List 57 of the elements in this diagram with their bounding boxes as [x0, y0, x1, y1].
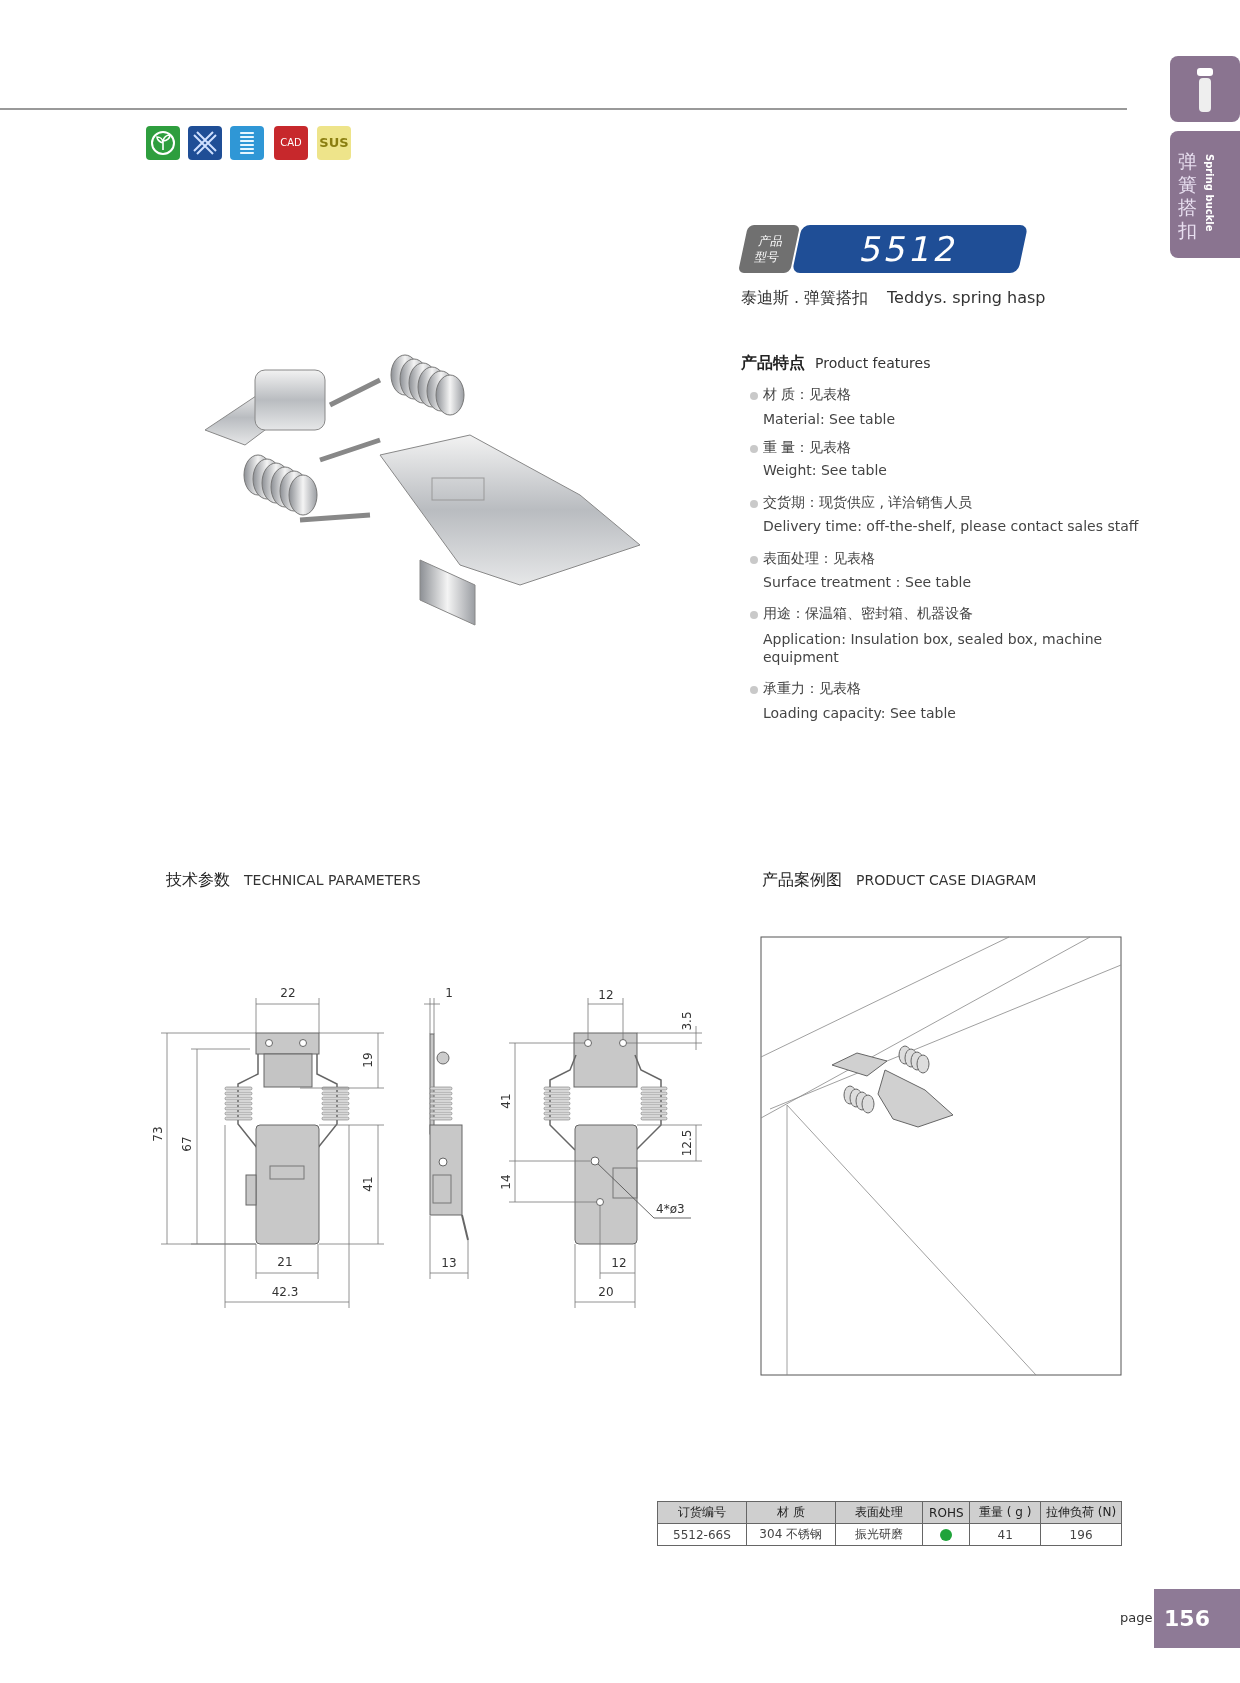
feature-text: Loading capacity: See table: [763, 705, 956, 721]
section-heading: 技术参数: [166, 870, 230, 891]
mounting-hole: [590, 1156, 600, 1166]
dimension-value: 41: [361, 1176, 375, 1192]
dimension-value: 73: [151, 1126, 165, 1142]
dimension-value: 13: [441, 1256, 457, 1270]
page-number: 156: [1154, 1589, 1240, 1648]
side-tab-text: Spring buckle: [1204, 154, 1215, 232]
feature-text: 表面处理：见表格: [763, 550, 875, 568]
table-cell: 304 不锈钢: [746, 1523, 836, 1546]
dimension-value: 1: [445, 986, 453, 1000]
header-cell: 重量 ( g ): [969, 1501, 1041, 1524]
section-heading: Product features: [815, 355, 931, 371]
header-cell: ROHS: [922, 1501, 970, 1524]
table-cell: 41: [969, 1523, 1041, 1546]
page-label: page: [1120, 1610, 1153, 1625]
product-name-english: Teddys. spring hasp: [887, 288, 1046, 307]
table-cell: 196: [1040, 1523, 1122, 1546]
dimension-value: 42.3: [271, 1285, 299, 1299]
dimension-value: 20: [598, 1285, 614, 1299]
feature-text: Application: Insulation box, sealed box, machine equipment: [763, 630, 1104, 666]
dimension-value: 12: [598, 988, 614, 1002]
side-tab-text: 弹簧搭扣: [1178, 150, 1198, 242]
section-heading: 产品案例图: [762, 870, 842, 891]
leader-line: [597, 1163, 692, 1219]
dimension-value: 12.5: [680, 1129, 694, 1157]
dimension-value: 22: [280, 986, 296, 1000]
feature-text: 交货期：现货供应 , 详洽销售人员: [763, 494, 973, 512]
feature-text: 重 量：见表格: [763, 439, 852, 457]
model-number: 5512: [791, 225, 1029, 273]
section-heading: TECHNICAL PARAMETERS: [244, 872, 421, 888]
header-cell: 订货编号: [657, 1501, 747, 1524]
table-cell: 振光研磨: [835, 1523, 923, 1546]
header-cell: 拉伸负荷 (N): [1040, 1501, 1122, 1524]
dimension-value: 67: [180, 1136, 194, 1152]
callout-text: 4*ø3: [656, 1202, 685, 1216]
feature-text: 用途：保温箱、密封箱、机器设备: [763, 605, 973, 623]
dimension-value: 14: [499, 1174, 513, 1190]
dimension-value: 3.5: [680, 1011, 694, 1031]
header-cell: 材 质: [746, 1501, 836, 1524]
cad-file-icon: CAD: [274, 126, 308, 160]
feature-text: Surface treatment：See table: [763, 574, 972, 592]
dimension-value: 19: [361, 1052, 375, 1068]
feature-text: 材 质：见表格: [763, 386, 852, 404]
dimension-value: 21: [277, 1255, 293, 1269]
feature-text: Material: See table: [763, 411, 896, 427]
table-cell: 5512-66S: [657, 1523, 747, 1546]
feature-text: Weight: See table: [763, 462, 887, 478]
material-badge: SUS: [317, 126, 351, 160]
header-cell: 表面处理: [835, 1501, 923, 1524]
dimension-value: 12: [611, 1256, 627, 1270]
product-name: 泰迪斯 . 弹簧搭扣: [741, 288, 869, 309]
feature-text: 承重力：见表格: [763, 680, 861, 698]
dimension-value: 41: [499, 1093, 513, 1109]
section-heading: PRODUCT CASE DIAGRAM: [856, 872, 1037, 888]
section-heading: 产品特点: [741, 353, 805, 374]
feature-text: Delivery time: off-the-shelf, please contact sales staff: [763, 518, 1139, 534]
